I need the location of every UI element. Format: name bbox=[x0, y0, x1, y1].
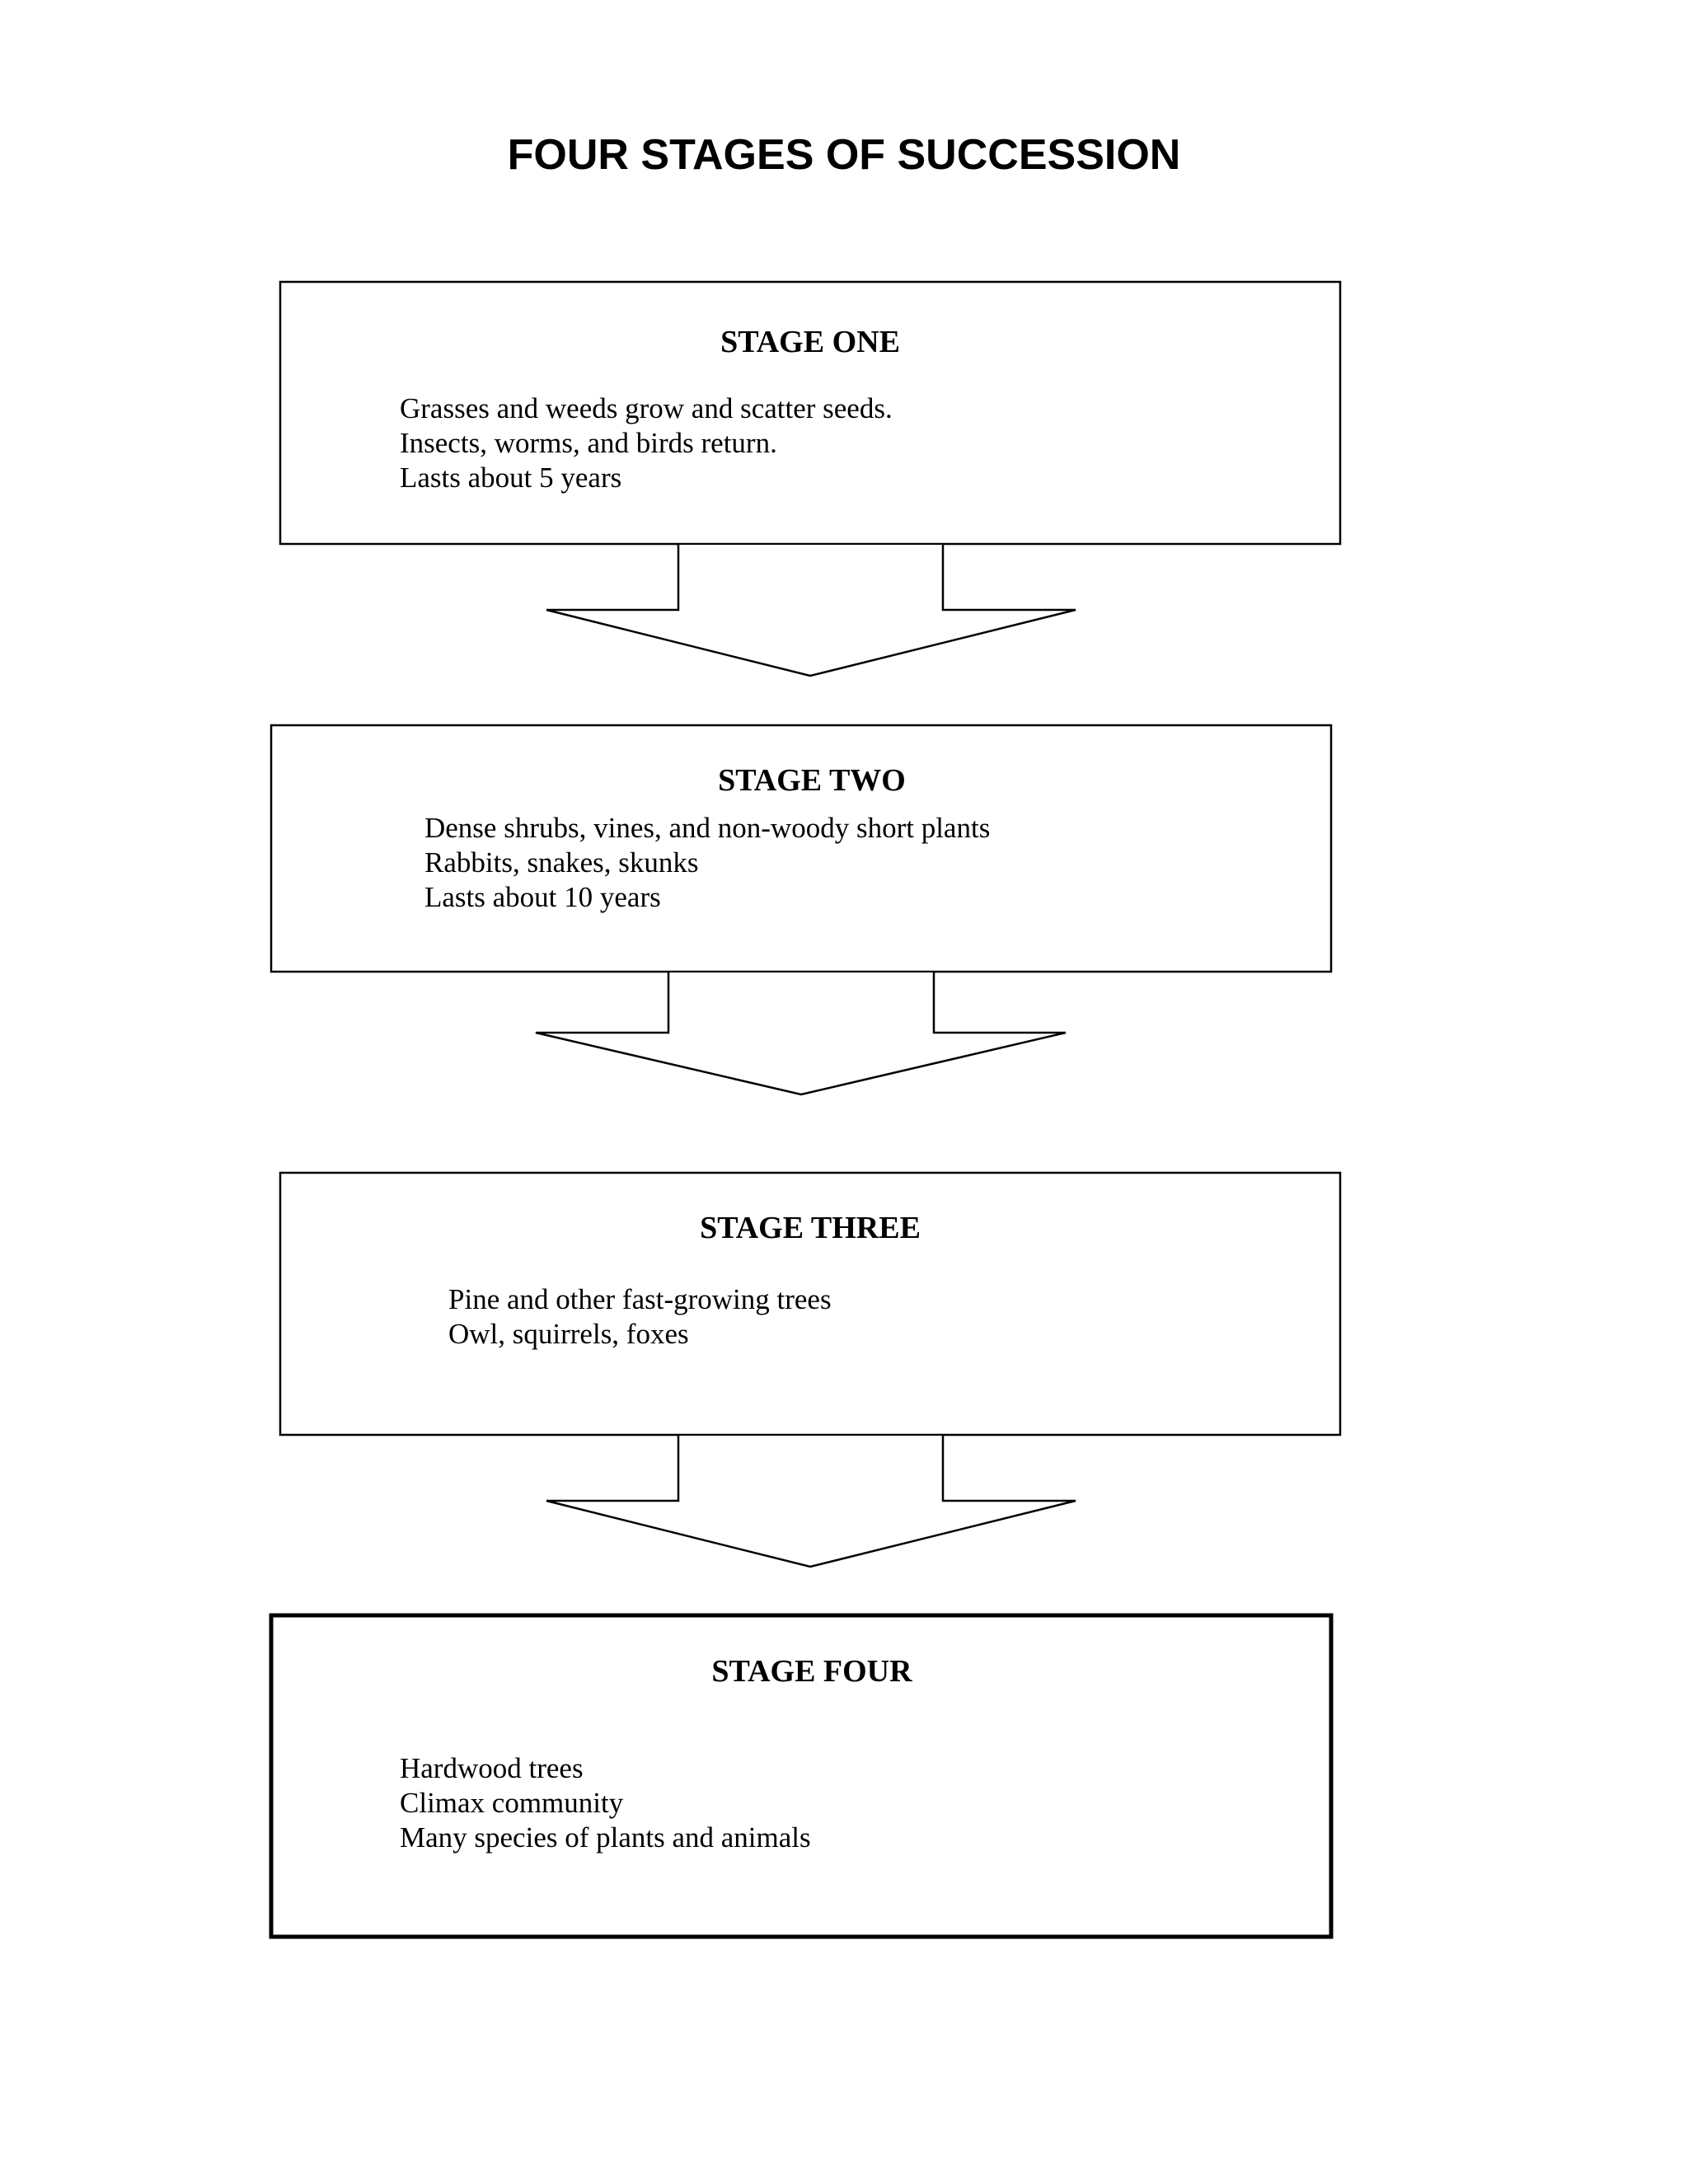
stage-two-line: Dense shrubs, vines, and non-woody short… bbox=[424, 812, 991, 844]
stage-two-box bbox=[270, 724, 1333, 973]
stage-four-heading: STAGE FOUR bbox=[711, 1654, 912, 1689]
stage-four-line: Many species of plants and animals bbox=[400, 1821, 811, 1854]
stage-two-line: Rabbits, snakes, skunks bbox=[424, 846, 699, 879]
stage-three-text: Pine and other fast-growing trees Owl, s… bbox=[448, 1282, 832, 1352]
stage-two-line: Lasts about 10 years bbox=[424, 881, 661, 913]
stage-one-line: Insects, worms, and birds return. bbox=[400, 427, 777, 459]
stage-four-box bbox=[269, 1613, 1334, 1939]
stage-two-text: Dense shrubs, vines, and non-woody short… bbox=[424, 811, 990, 915]
stage-one-line: Grasses and weeds grow and scatter seeds… bbox=[400, 392, 893, 424]
stage-one-heading: STAGE ONE bbox=[720, 325, 900, 359]
stage-three-line: Owl, squirrels, foxes bbox=[448, 1318, 689, 1350]
stage-one-box bbox=[279, 280, 1342, 546]
stage-four-line: Hardwood trees bbox=[400, 1752, 584, 1784]
arrow-down-icon bbox=[546, 1436, 1076, 1568]
arrow-down-icon bbox=[546, 545, 1076, 677]
stage-one-text: Grasses and weeds grow and scatter seeds… bbox=[400, 391, 893, 495]
stage-four-text: Hardwood trees Climax community Many spe… bbox=[400, 1751, 811, 1855]
stage-three-box bbox=[279, 1171, 1342, 1436]
stage-three-line: Pine and other fast-growing trees bbox=[448, 1283, 832, 1315]
arrow-down-icon bbox=[535, 972, 1067, 1096]
stage-two-heading: STAGE TWO bbox=[718, 763, 906, 798]
stage-three-heading: STAGE THREE bbox=[700, 1211, 921, 1245]
stage-four-line: Climax community bbox=[400, 1787, 624, 1819]
page-title: FOUR STAGES OF SUCCESSION bbox=[507, 131, 1181, 179]
stage-one-line: Lasts about 5 years bbox=[400, 462, 622, 494]
